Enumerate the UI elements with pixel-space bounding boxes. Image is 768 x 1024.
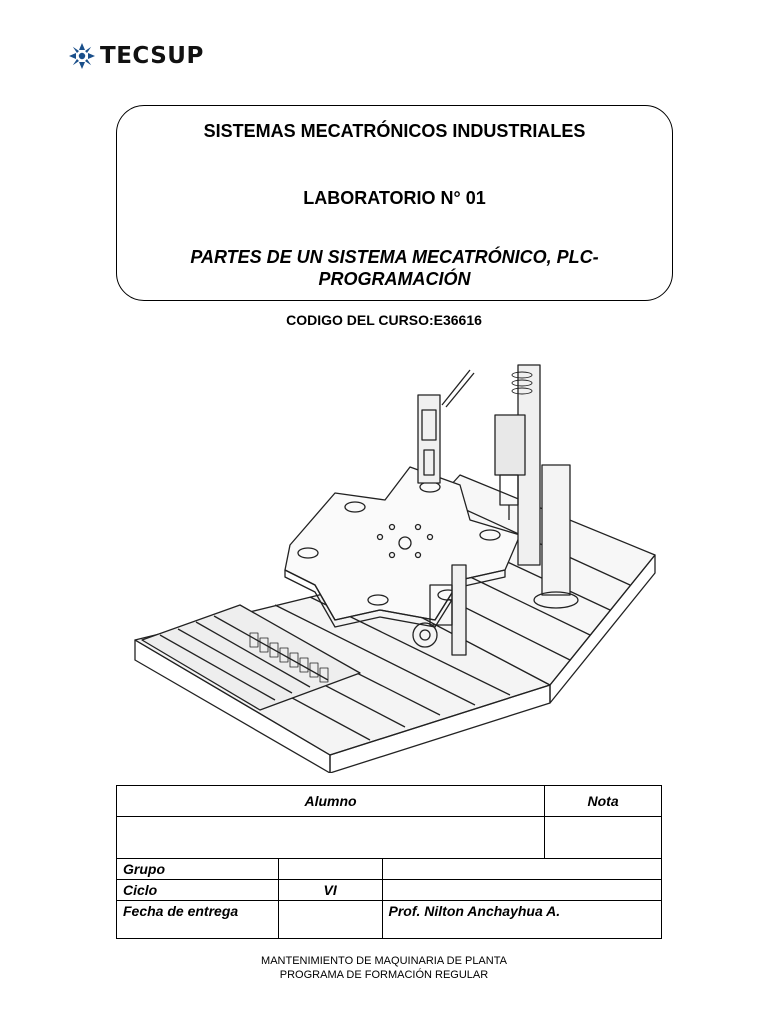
student-info-table: Alumno Nota Grupo Ciclo VI Fecha de entr… (115, 785, 662, 939)
grupo-extra-cell (381, 858, 662, 880)
ciclo-label: Ciclo (116, 879, 279, 901)
fecha-label: Fecha de entrega (116, 900, 279, 939)
rotary-indexing-table (284, 466, 521, 628)
mechatronic-station-illustration (134, 364, 656, 773)
grupo-value-field[interactable] (277, 858, 383, 880)
course-code: CODIGO DEL CURSO:E36616 (286, 312, 482, 328)
tecsup-logo: TECSUP (68, 42, 204, 70)
course-title: SISTEMAS MECATRÓNICOS INDUSTRIALES (203, 121, 586, 141)
inspection-module (412, 564, 467, 656)
nota-value-field[interactable] (544, 816, 662, 859)
grupo-label: Grupo (116, 858, 279, 880)
terminal-rails (141, 604, 361, 711)
footer-line-2: PROGRAMA DE FORMACIÓN REGULAR (279, 969, 489, 981)
title-box: SISTEMAS MECATRÓNICOS INDUSTRIALES LABOR… (116, 105, 673, 301)
footer-line-1: MANTENIMIENTO DE MAQUINARIA DE PLANTA (261, 955, 507, 967)
fecha-value-field[interactable] (277, 900, 383, 939)
drill-column (494, 364, 579, 609)
lab-title: LABORATORIO N° 01 (303, 188, 486, 208)
alumno-header: Alumno (115, 785, 546, 817)
lab-subtitle: PARTES DE UN SISTEMA MECATRÓNICO, PLC- P… (190, 247, 599, 289)
tecsup-logo-icon (69, 43, 95, 69)
ciclo-extra-cell (381, 879, 662, 901)
professor-name: Prof. Nilton Anchayhua A. (381, 900, 662, 939)
logo-text: TECSUP (100, 43, 204, 69)
ciclo-value: VI (277, 879, 383, 901)
sensor-column-left (417, 369, 475, 484)
nota-header: Nota (544, 785, 662, 817)
alumno-value-field[interactable] (115, 816, 546, 859)
footer: MANTENIMIENTO DE MAQUINARIA DE PLANTA PR… (0, 954, 768, 982)
